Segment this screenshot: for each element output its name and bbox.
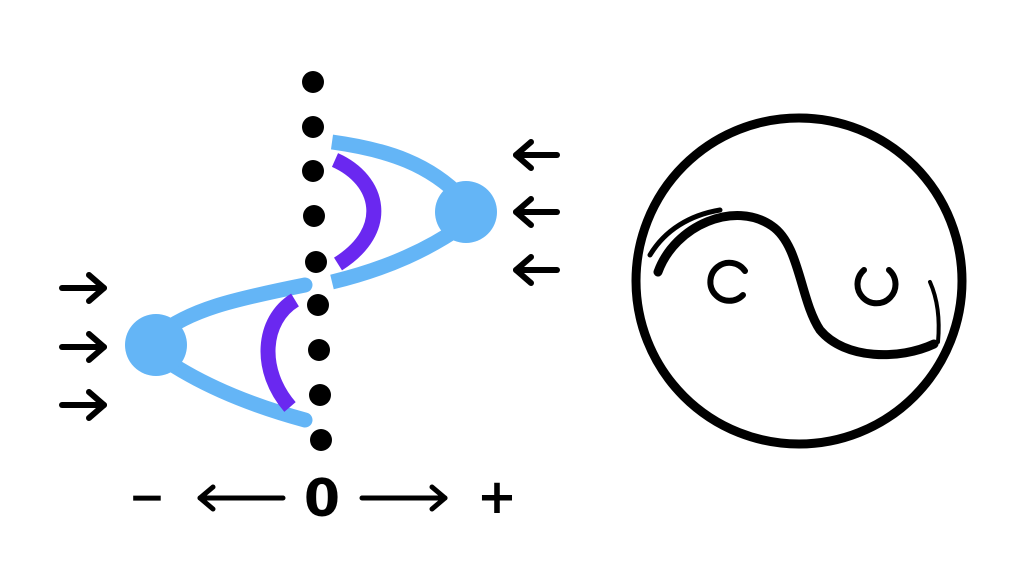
minus-label: −: [129, 472, 166, 523]
right-pendulum-inner-arc: [331, 153, 382, 271]
right-arrow-group: [513, 139, 560, 286]
right-pendulum-bob: [435, 181, 497, 243]
zero-label: 0: [304, 469, 340, 529]
left-pendulum: [125, 277, 313, 428]
left-arrow-group: [59, 272, 107, 421]
arrow-right-icon: [59, 272, 107, 304]
axis-dot: [305, 251, 327, 273]
plus-label: +: [477, 469, 517, 525]
axis-dot: [307, 294, 329, 316]
symbol-right-swirl: [928, 280, 941, 344]
axis-dot: [309, 384, 331, 406]
arrow-left-icon: [513, 139, 560, 171]
axis-dot: [310, 429, 332, 451]
left-pendulum-inner-arc: [260, 293, 300, 412]
symbol-left-eye: [707, 259, 748, 304]
arrow-right-icon: [59, 331, 107, 363]
right-pendulum: [330, 134, 497, 290]
bottom-axis: − 0 +: [129, 469, 518, 529]
arrow-left-icon: [513, 254, 560, 286]
axis-dot: [302, 116, 324, 138]
symbol-left-swirl: [647, 207, 723, 258]
arrow-right-icon: [59, 389, 107, 421]
left-pendulum-bob: [125, 314, 187, 376]
axis-dot: [302, 160, 324, 182]
yin-yang-icon: [631, 113, 967, 449]
symbol-outer-ring: [631, 113, 967, 449]
center-dotted-line: [302, 71, 332, 451]
axis-dot: [308, 339, 330, 361]
arrow-left-icon: [513, 196, 560, 228]
symbol-s-curve: [653, 211, 939, 360]
symbol-right-eye: [854, 267, 899, 307]
axis-dot: [303, 205, 325, 227]
long-arrow-icon: [197, 484, 286, 512]
axis-dot: [302, 71, 324, 93]
long-arrow-icon: [359, 484, 448, 512]
